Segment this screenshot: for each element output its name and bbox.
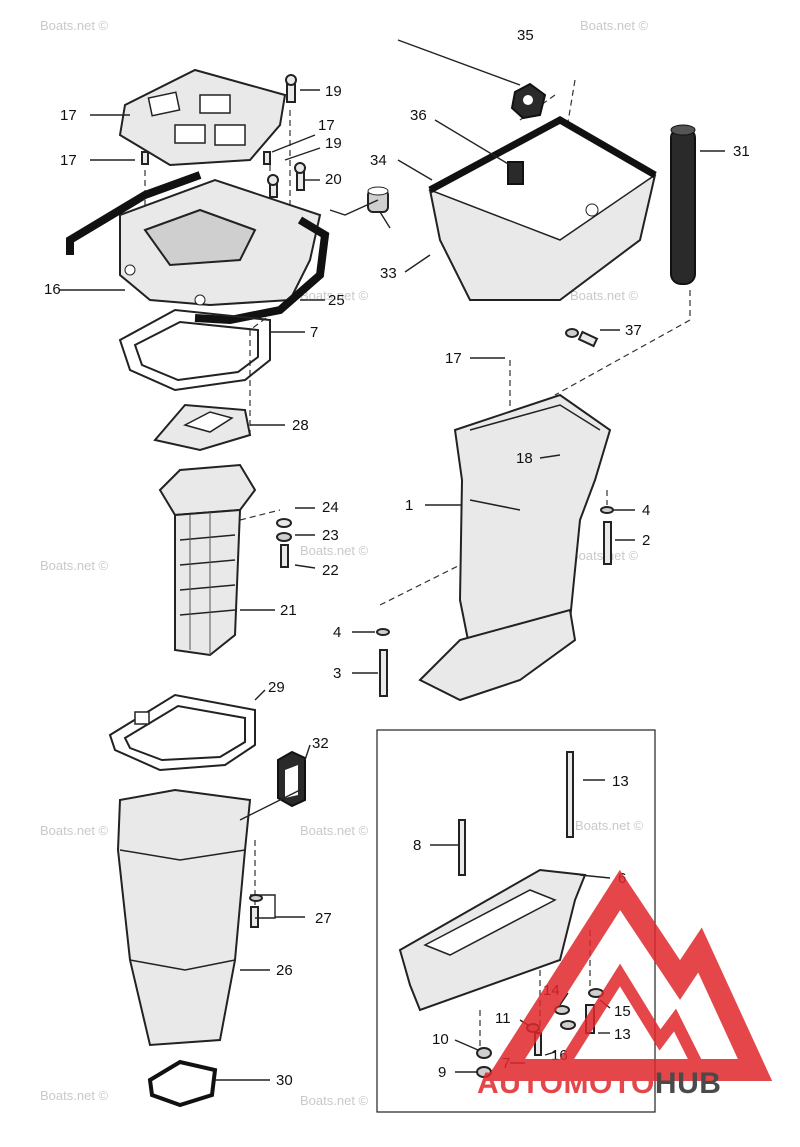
- part-27-gasket: [108, 693, 256, 772]
- logo-text-auto: AUTO: [477, 1067, 563, 1100]
- parts-8-12-studs: [458, 751, 574, 876]
- callout-label: 33: [380, 265, 397, 282]
- callout-label: 17: [445, 350, 462, 367]
- callout-label: 9: [438, 1064, 446, 1081]
- callout-label: 13: [614, 1026, 631, 1043]
- logo-text-moto: MOTO: [563, 1067, 654, 1100]
- part-15-mount-plate: [119, 178, 322, 307]
- part-31-seal: [66, 171, 330, 325]
- watermark-text: Boats.net ©: [300, 288, 369, 303]
- logo-mountain-mark: [484, 869, 773, 1081]
- callout-label: 35: [517, 27, 534, 44]
- watermark-text: Boats.net ©: [40, 823, 109, 838]
- logo-text-hub: HUB: [655, 1067, 722, 1100]
- callout-label: 17: [318, 117, 335, 134]
- callout-label: 7: [310, 324, 318, 341]
- callout-label: 3: [333, 665, 341, 682]
- callout-label: 21: [280, 602, 297, 619]
- part-25-duct-housing: [116, 788, 252, 1047]
- callout-label: 13: [612, 773, 629, 790]
- callout-label: 16: [44, 281, 61, 298]
- callout-label: 28: [292, 417, 309, 434]
- watermark-text: Boats.net ©: [570, 288, 639, 303]
- part-26-bolt: [249, 894, 263, 928]
- logo-inner-mark: [549, 963, 710, 1076]
- callout-label: 24: [322, 499, 339, 516]
- callout-label: 4: [333, 624, 341, 641]
- callout-label: 29: [268, 679, 285, 696]
- callout-label: 34: [370, 152, 387, 169]
- part-30-spring-hose: [670, 124, 696, 285]
- callout-label: 8: [413, 837, 421, 854]
- svg-text:AUTOMOTOHUB: AUTOMOTOHUB: [477, 1067, 721, 1100]
- watermark-text: Boats.net ©: [300, 543, 369, 558]
- callout-label: 19: [325, 83, 342, 100]
- part-36-bolt: [565, 328, 599, 348]
- parts-2-3-4-fasteners: [376, 506, 614, 697]
- part-32-oil-pan: [428, 115, 657, 301]
- watermark-text: Boats.net ©: [40, 1088, 109, 1103]
- group-frame: [376, 729, 656, 1113]
- callout-label: 32: [312, 735, 329, 752]
- callout-label: 18: [516, 450, 533, 467]
- callout-label: 17: [60, 107, 77, 124]
- callout-label: 30: [276, 1072, 293, 1089]
- callout-label: 22: [322, 562, 339, 579]
- watermark-text: Boats.net ©: [40, 18, 109, 33]
- part-20-exhaust-tube: [158, 463, 257, 657]
- automotohub-logo: AUTOMOTOHUB: [477, 869, 773, 1100]
- part-33-plug: [510, 82, 547, 120]
- watermark-text: Boats.net ©: [575, 818, 644, 833]
- part-16-top-plate: [118, 68, 287, 167]
- callout-label: 19: [325, 135, 342, 152]
- callout-label: 4: [642, 502, 650, 519]
- part-28-gasket: [147, 1059, 218, 1108]
- callout-label: 1: [405, 497, 413, 514]
- callout-label: 23: [322, 527, 339, 544]
- part-37-grommet: [367, 186, 389, 213]
- small-fasteners-top: [141, 74, 306, 198]
- watermark-text: Boats.net ©: [300, 1093, 369, 1108]
- watermark-text: Boats.net ©: [40, 558, 109, 573]
- part-29-rubber-mount: [277, 750, 306, 808]
- callout-label: 31: [733, 143, 750, 160]
- callout-label: 10: [432, 1031, 449, 1048]
- part-5-gasket: [118, 308, 271, 392]
- callout-label: 37: [625, 322, 642, 339]
- callout-label: 17: [60, 152, 77, 169]
- callout-labels: 17 17 19 17 19 20 16 25 7 28 24 23 22 21…: [44, 27, 750, 1089]
- watermark-text: Boats.net ©: [580, 18, 649, 33]
- part-1-upper-casing: [418, 393, 612, 702]
- parts-21-23-bolt-washers: [276, 518, 292, 568]
- callout-label: 11: [495, 1010, 511, 1027]
- part-24-gasket: [153, 403, 252, 452]
- callout-label: 26: [276, 962, 293, 979]
- callout-label: 36: [410, 107, 427, 124]
- watermark-text: Boats.net ©: [300, 823, 369, 838]
- callout-label: 15: [614, 1003, 631, 1020]
- part-6-spacer: [398, 868, 587, 1012]
- callout-label: 20: [325, 171, 342, 188]
- callout-label: 2: [642, 532, 650, 549]
- callout-label: 25: [328, 292, 345, 309]
- callout-label: 27: [315, 910, 332, 927]
